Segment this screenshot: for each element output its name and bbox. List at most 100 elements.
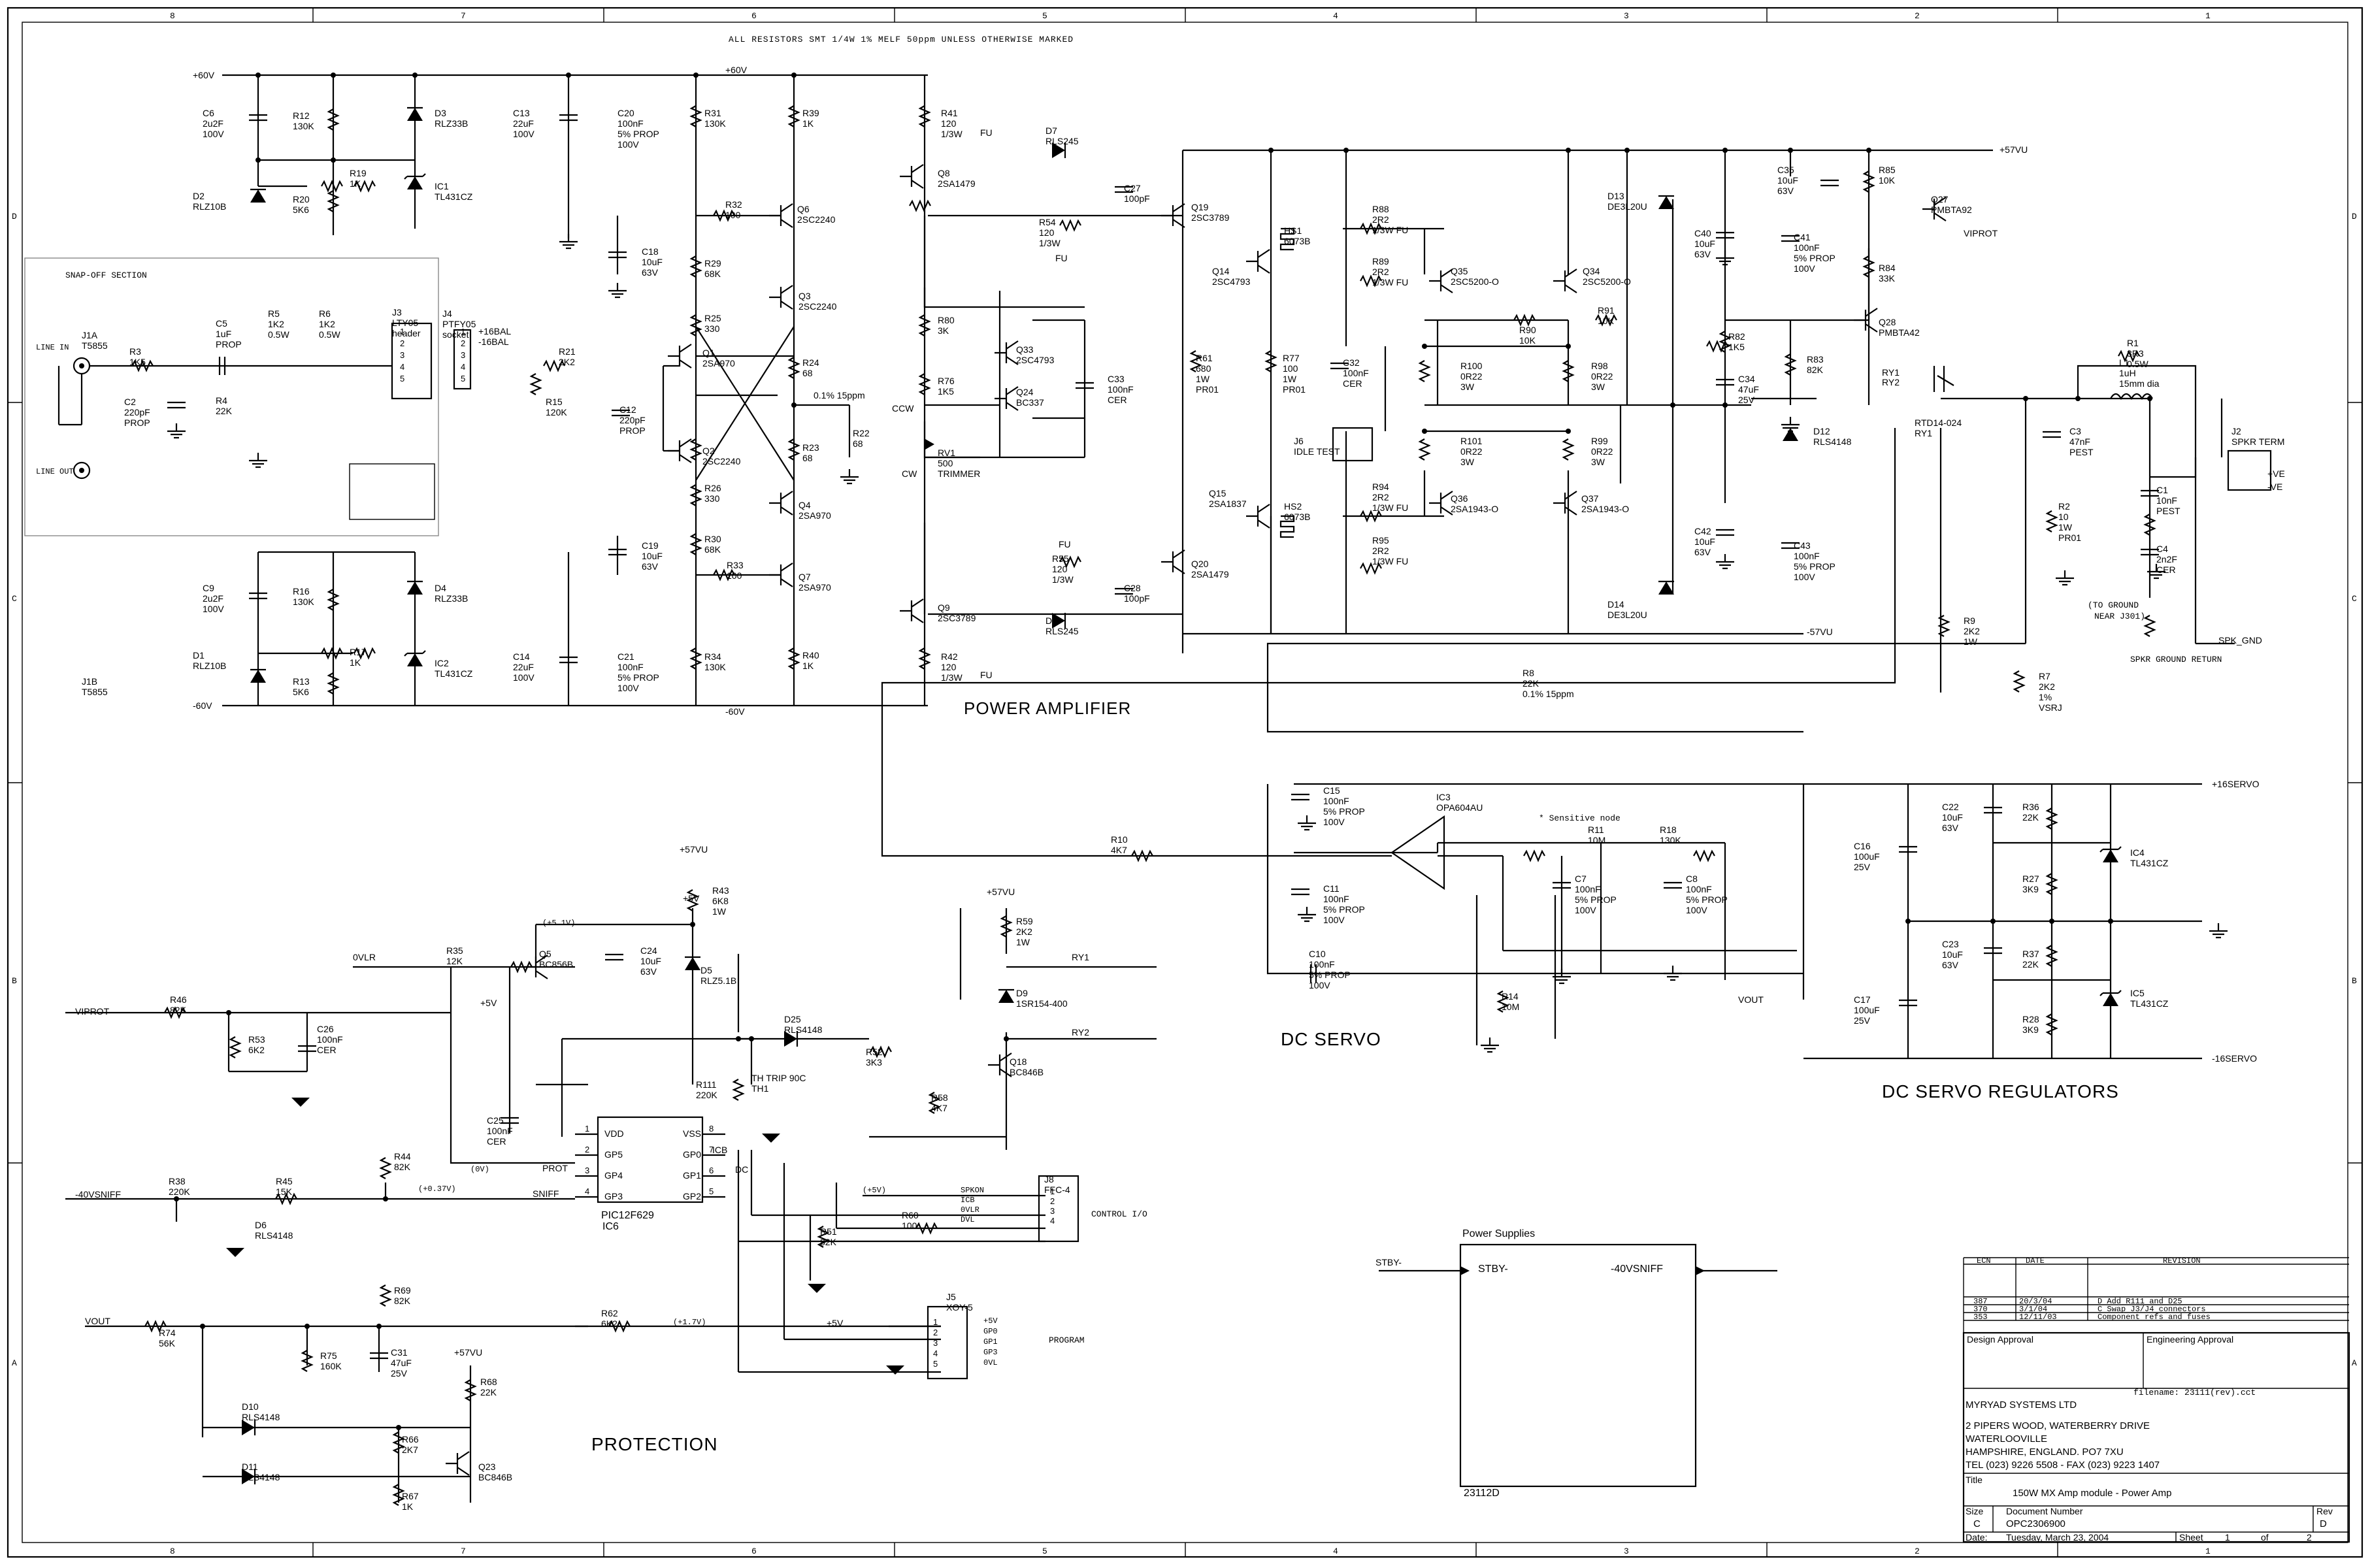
- filename: filename: 23111(rev).cct: [2133, 1388, 2256, 1397]
- component-d5-line: D5: [700, 965, 712, 975]
- net-icb: ICB: [712, 1145, 727, 1155]
- ic6-pin-name: GP4: [604, 1170, 623, 1181]
- component-ic2-line: IC2: [435, 658, 449, 668]
- component-q4-line: 2SA970: [798, 510, 831, 521]
- component-q33-line: Q33: [1016, 344, 1034, 355]
- component-rv1-line: RV1: [938, 448, 955, 458]
- net-spk-gnd: SPK_GND: [2218, 635, 2262, 645]
- component-r36-line: 22K: [2022, 812, 2039, 823]
- revision-header: REVISION: [2163, 1256, 2201, 1266]
- component-r32-line: 100: [725, 210, 741, 220]
- component-r21-line: 2K2: [559, 357, 575, 367]
- component-r59-line: 2K2: [1016, 926, 1032, 937]
- net-m16bal: -16BAL: [478, 336, 509, 347]
- power-supplies-block: Power Supplies STBY- -40VSNIFF 23112D: [1379, 1228, 1777, 1499]
- component-r10-line: R10: [1111, 834, 1128, 845]
- component-ic3-line: OPA604AU: [1436, 802, 1483, 813]
- component-ic1-line: IC1: [435, 181, 449, 191]
- component-d14-line: DE3L20U: [1607, 610, 1647, 620]
- component-ry1c-line: RTD14-024: [1915, 417, 1962, 428]
- component-c23-line: C23: [1942, 939, 1959, 949]
- component-r13-line: R13: [293, 676, 310, 687]
- j5-signal: +5V: [983, 1316, 998, 1326]
- component-r51-line: R51: [820, 1226, 837, 1237]
- ic6-pin-name: GP3: [604, 1191, 623, 1201]
- revision-cell: Component refs and fuses: [2098, 1313, 2211, 1322]
- component-j3-line: header: [392, 328, 421, 338]
- component-r77-line: R77: [1283, 353, 1300, 363]
- component-c12-line: C12: [619, 404, 636, 415]
- section-power-amplifier: POWER AMPLIFIER: [964, 698, 1131, 718]
- component-r2-line: PR01: [2058, 532, 2081, 543]
- ic6-pin-number: 1: [585, 1124, 589, 1134]
- component-c14-line: 22uF: [513, 662, 534, 672]
- net-m16servo: -16SERVO: [2212, 1053, 2257, 1064]
- component-q8-line: Q8: [938, 168, 950, 178]
- label-control-io: CONTROL I/O: [1091, 1209, 1147, 1219]
- component-c9-line: 100V: [203, 604, 224, 614]
- component-c24-line: 63V: [640, 966, 657, 977]
- label-sensitive-node: * Sensitive node: [1539, 813, 1621, 823]
- component-c3-line: 47nF: [2069, 436, 2090, 447]
- component-r37-line: R37: [2022, 949, 2039, 959]
- component-r11-line: R11: [1588, 825, 1604, 835]
- net-line-in: LINE IN: [36, 343, 69, 352]
- component-r98-line: 0R22: [1591, 371, 1613, 382]
- component-r23-line: R23: [802, 442, 819, 453]
- component-j2-line: SPKR TERM: [2231, 436, 2284, 447]
- component-r58-line: R58: [931, 1092, 948, 1103]
- component-c33-line: CER: [1108, 395, 1127, 405]
- component-j5-line: J5: [946, 1292, 956, 1302]
- border-col-bottom: 6: [751, 1546, 757, 1556]
- net-m60v-bot: -60V: [725, 706, 745, 717]
- border-row-left: B: [12, 976, 17, 986]
- component-c6-line: 100V: [203, 129, 224, 139]
- component-r1-line: 3R3: [2127, 348, 2144, 359]
- component-q24-line: BC337: [1016, 397, 1044, 408]
- docnum-value: OPC2306900: [2006, 1518, 2066, 1529]
- component-r75-line: R75: [320, 1350, 337, 1361]
- component-j4-line: PTFY05: [442, 319, 476, 329]
- component-c24-line: C24: [640, 945, 657, 956]
- component-q20-line: Q20: [1191, 559, 1209, 569]
- component-r34-line: R34: [704, 651, 721, 662]
- component-r76-line: 1K5: [938, 386, 954, 397]
- component-j8-line: J8: [1044, 1174, 1054, 1184]
- component-l1-line: 1uH: [2119, 368, 2136, 378]
- component-d9-line: D9: [1016, 988, 1028, 998]
- component-d7-line: RLS245: [1045, 136, 1079, 146]
- component-c40-line: 63V: [1694, 249, 1711, 259]
- component-c2-line: C2: [124, 397, 136, 407]
- component-r7-line: 2K2: [2039, 681, 2055, 692]
- j5-signal: GP1: [983, 1337, 998, 1347]
- component-q28-line: PMBTA42: [1879, 327, 1920, 338]
- ic6-pin-name: VDD: [604, 1128, 624, 1139]
- component-r62-line: R62: [601, 1308, 618, 1318]
- component-c21-line: 5% PROP: [617, 672, 659, 683]
- component-c41-line: 100V: [1794, 263, 1815, 274]
- component-r77-line: PR01: [1283, 384, 1306, 395]
- component-q2-line: 2SC2240: [702, 456, 741, 466]
- net-sniff: SNIFF: [533, 1188, 559, 1199]
- net-p5v2: +5V: [480, 998, 497, 1008]
- component-c22-line: 10uF: [1942, 812, 1963, 823]
- border-col-top: 2: [1915, 11, 1920, 21]
- component-q18-line: Q18: [1010, 1056, 1027, 1067]
- component-d7-line: D7: [1045, 125, 1057, 136]
- component-rv1-line: TRIMMER: [938, 468, 980, 479]
- net-m57vu: -57VU: [1807, 627, 1833, 637]
- component-r7-line: 1%: [2039, 692, 2052, 702]
- component-r9-line: 2K2: [1964, 626, 1980, 636]
- component-d25-line: RLS4148: [784, 1024, 823, 1035]
- ic6-pin-name: GP2: [683, 1191, 701, 1201]
- component-r66-line: 2K7: [402, 1445, 418, 1455]
- component-r95-line: 2R2: [1372, 546, 1389, 556]
- component-ic2-line: TL431CZ: [435, 668, 473, 679]
- ic6-ref: IC6: [602, 1221, 619, 1232]
- component-c32-line: 100nF: [1343, 368, 1369, 378]
- component-c19-line: C19: [642, 540, 659, 551]
- component-r100-line: 3W: [1460, 382, 1475, 392]
- component-r38-line: R38: [169, 1176, 186, 1186]
